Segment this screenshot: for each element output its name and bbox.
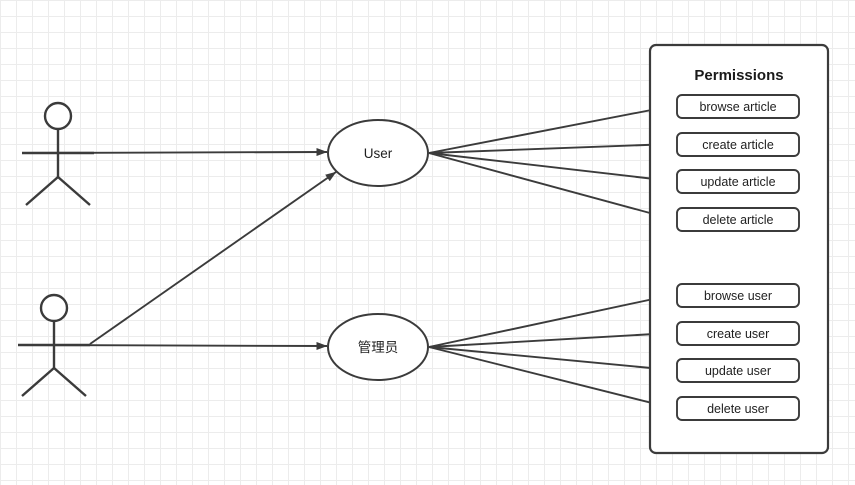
permission-browse-user-label: browse user bbox=[704, 289, 772, 303]
permission-create-article[interactable]: create article bbox=[676, 132, 800, 157]
link-user-to-browse-article[interactable] bbox=[428, 104, 673, 154]
link-user-to-delete-article[interactable] bbox=[428, 152, 673, 221]
permission-boxes-layer: browse article create article update artic… bbox=[676, 94, 800, 421]
permission-create-article-label: create article bbox=[702, 138, 774, 152]
actor-leg-left bbox=[25, 176, 59, 206]
actor-leg-right bbox=[53, 367, 87, 397]
link-admin-to-create-user[interactable] bbox=[428, 329, 673, 348]
use-case-admin[interactable]: 管理员 bbox=[327, 313, 429, 381]
actor-leg-left bbox=[21, 367, 55, 397]
link-user-to-create-article[interactable] bbox=[428, 140, 673, 154]
use-case-nodes-layer: User 管理员 bbox=[327, 119, 429, 381]
permissions-title: Permissions bbox=[694, 67, 783, 84]
permission-update-user[interactable]: update user bbox=[676, 358, 800, 383]
actors-layer bbox=[18, 101, 94, 397]
permission-delete-article[interactable]: delete article bbox=[676, 207, 800, 232]
permission-update-user-label: update user bbox=[705, 364, 771, 378]
actor-leg-right bbox=[57, 176, 91, 206]
permission-update-article-label: update article bbox=[700, 175, 775, 189]
link-admin-to-delete-user[interactable] bbox=[428, 346, 673, 410]
link-user-to-update-article[interactable] bbox=[428, 152, 673, 184]
actor-head-icon bbox=[43, 101, 73, 131]
link-admin-to-browse-user[interactable] bbox=[428, 293, 673, 348]
permission-update-article[interactable]: update article bbox=[676, 169, 800, 194]
permission-delete-article-label: delete article bbox=[703, 213, 774, 227]
actor-head-icon bbox=[39, 293, 69, 323]
use-case-user-label: User bbox=[364, 146, 393, 161]
permission-browse-article-label: browse article bbox=[699, 100, 776, 114]
link-actor-bottom-to-user[interactable] bbox=[89, 171, 337, 345]
link-admin-to-update-user[interactable] bbox=[428, 346, 673, 373]
permission-browse-article[interactable]: browse article bbox=[676, 94, 800, 119]
permission-delete-user[interactable]: delete user bbox=[676, 396, 800, 421]
permission-browse-user[interactable]: browse user bbox=[676, 283, 800, 308]
permission-create-user-label: create user bbox=[707, 327, 770, 341]
permission-delete-user-label: delete user bbox=[707, 402, 769, 416]
actor-figure-bottom[interactable] bbox=[18, 293, 90, 397]
use-case-admin-label: 管理员 bbox=[358, 340, 399, 355]
actor-figure-top[interactable] bbox=[22, 101, 94, 206]
use-case-user[interactable]: User bbox=[327, 119, 429, 187]
permission-create-user[interactable]: create user bbox=[676, 321, 800, 346]
